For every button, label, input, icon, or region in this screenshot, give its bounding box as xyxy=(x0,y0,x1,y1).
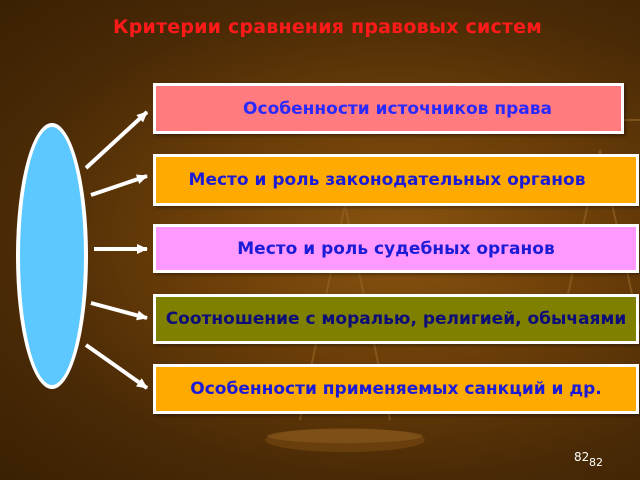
central-oval xyxy=(16,123,88,389)
arrow-2 xyxy=(90,174,148,197)
criterion-box-legislative: Место и роль законодательных органов xyxy=(153,154,639,206)
criterion-box-sources: Особенности источников права xyxy=(153,83,624,134)
slide-number-duplicate: 82 xyxy=(589,456,603,469)
criterion-box-sanctions: Особенности применяемых санкций и др. xyxy=(153,364,639,414)
arrow-1 xyxy=(84,110,149,170)
criterion-box-morality: Соотношение с моралью, религией, обычаям… xyxy=(153,294,639,344)
slide-number: 82 xyxy=(574,450,590,464)
arrow-5 xyxy=(84,343,149,390)
slide-title: Критерии сравнения правовых систем xyxy=(113,16,542,38)
arrow-4 xyxy=(90,301,148,321)
criterion-box-judicial: Место и роль судебных органов xyxy=(153,224,639,273)
